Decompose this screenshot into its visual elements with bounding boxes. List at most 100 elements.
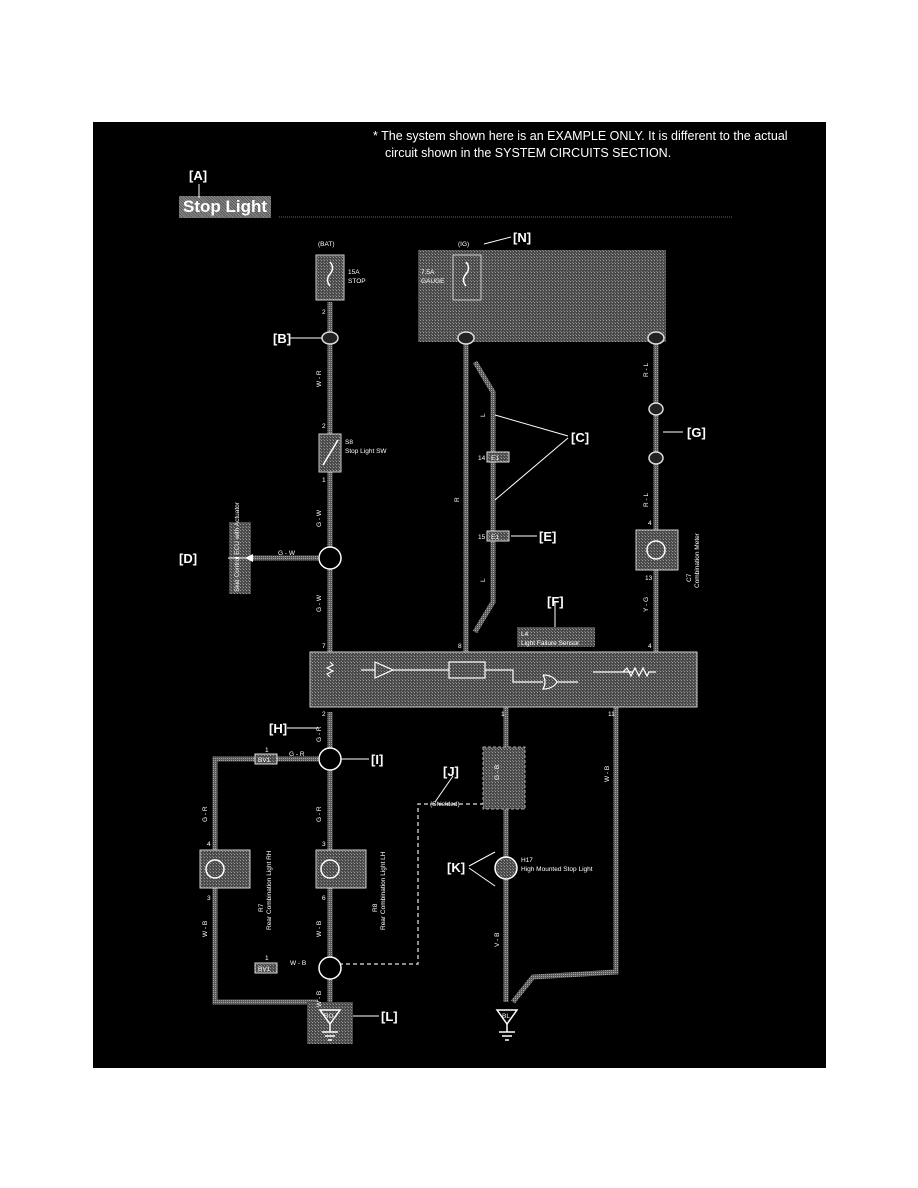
e1-connector-bottom [486,530,510,542]
light-failure-sensor [309,651,698,708]
shielded-label: (Shielded) [430,801,460,808]
wire-g-w-1: G - W [316,509,323,527]
pin-6-lh: 6 [322,895,326,902]
pin-2-sensor: 2 [322,711,326,718]
stop-fuse [315,254,345,301]
wire-w-b-4: W - B [316,991,323,1007]
ground-bl-icon [495,1009,519,1041]
lfs-code: L4 [521,631,529,638]
callout-d: [D] [179,551,197,566]
switch-contact [322,439,339,466]
callout-c: [C] [571,430,589,445]
pin-15: 15 [478,534,486,541]
callout-k: [K] [447,860,465,875]
wire-g-r-1: G - R [316,726,323,742]
wire-v-b: V - B [494,933,501,947]
rear-light-lh [315,849,367,889]
ground-bl-label: BL [502,1013,510,1020]
wire-l-2: L [480,578,487,582]
wire-g-w-3: G - W [316,594,323,612]
wire-w-r: W - R [316,370,323,387]
e1-connector-top [486,451,510,463]
pin-1-bv1-top: 1 [265,747,269,754]
pin-1-sensor: 1 [501,711,505,718]
pin-2-sw: 2 [322,423,326,430]
junction-circles [318,546,342,980]
stop-fuse-source: (BAT) [318,241,335,248]
pin-2-fuse: 2 [322,309,326,316]
stop-fuse-name: STOP [348,278,366,285]
gauge-fuse-name: GAUGE [421,278,445,285]
e1-bottom-label: E1 [491,534,499,541]
wire-y-g: Y - G [643,597,650,612]
wire-w-b-3: W - B [290,960,306,967]
stop-fuse-rating: 15A [348,269,360,276]
ground-bo-icon [318,1009,342,1041]
pin-11-sensor: 11 [608,711,615,718]
ground-bo-label: BO [324,1013,333,1020]
example-note-line1: * The system shown here is an EXAMPLE ON… [373,129,788,143]
pin-7: 7 [322,643,326,650]
callout-n: [N] [513,230,531,245]
wire-g-w-2: G - W [278,550,296,557]
shield-box [482,746,526,810]
wire-r: R [454,497,461,502]
rear-rh-name: Rear Combination Light RH [266,850,273,930]
pin-4-meter: 4 [648,520,652,527]
wire-g-r-3: G - R [202,806,209,822]
wire-r-l-1: R - L [643,363,650,377]
rear-rh-code: R7 [258,903,265,912]
pin-14: 14 [478,455,486,462]
pin-4-rh: 4 [207,841,211,848]
lfs-label-box [517,627,595,647]
wire-l-1: L [480,413,487,417]
wire-g-r-2: G - R [289,751,305,758]
meter-name: Combination Meter [694,532,701,588]
pin-4-sensor: 4 [648,643,652,650]
pin-8: 8 [458,643,462,650]
e1-top-label: E1 [491,455,499,462]
bv1-connector-top [254,753,278,765]
callout-h: [H] [269,721,287,736]
callout-a: [A] [189,168,207,183]
gauge-fuse-source: (IG) [458,241,469,248]
bv1-bottom-label: BV1 [258,966,271,973]
high-mounted-code: H17 [521,857,533,864]
wire-g-r-4: G - R [316,806,323,822]
wire-w-b-5: W - B [604,766,611,782]
callout-lines [198,184,683,1017]
sensor-internals [325,661,656,690]
callout-j: [J] [443,764,459,779]
stop-sw-code: S8 [345,439,353,446]
rear-lh-lamp-icon [320,859,340,879]
bv1-connector-bottom [254,962,278,974]
shield-wire [339,803,493,965]
high-mounted-stop-light [494,856,518,880]
pin-1-sw: 1 [322,477,326,484]
wire-r-l-2: R - L [643,493,650,507]
wire-w-b-1: W - B [202,921,209,937]
gauge-fuse-rating: 7.5A [421,269,435,276]
pin-3-lh: 3 [322,841,326,848]
callout-l: [L] [381,1009,398,1024]
wire-g-b: G - B [494,765,501,780]
lfs-name: Light Failure Sensor [521,640,580,647]
stop-sw-name: Stop Light SW [345,448,387,455]
rear-light-rh [199,849,251,889]
bv1-top-label: BV1 [258,757,271,764]
high-mounted-name: High Mounted Stop Light [521,866,593,873]
connector-circles [321,331,665,465]
callout-b: [B] [273,331,291,346]
example-note: * The system shown here is an EXAMPLE ON… [373,128,788,162]
example-note-line2: circuit shown in the SYSTEM CIRCUITS SEC… [385,146,672,160]
skid-ecu-name: Skid Control ECU with Actuator [234,501,241,592]
callout-f: [F] [547,594,564,609]
meter-lamp-icon [646,540,666,560]
rear-rh-lamp-icon [205,859,225,879]
diagram-title: Stop Light [179,196,272,218]
wire-w-b-2: W - B [316,921,323,937]
rear-lh-name: Rear Combination Light LH [380,851,387,930]
gauge-fuse [452,254,482,301]
callout-e: [E] [539,529,556,544]
pin-13-meter: 13 [645,575,653,582]
